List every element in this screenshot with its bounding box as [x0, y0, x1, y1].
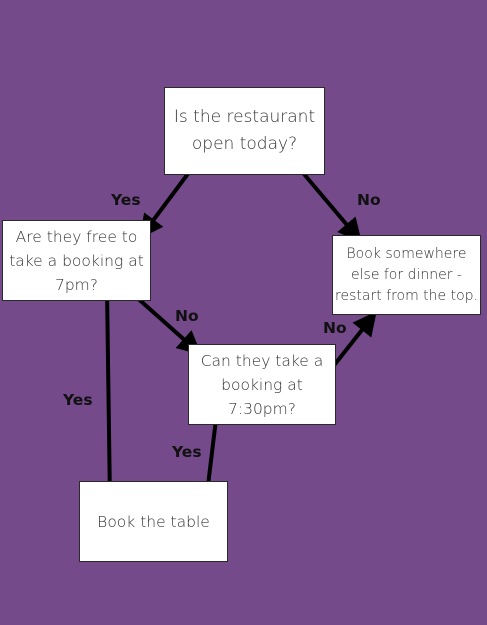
node-restaurant-open-text: Is the restaurant open today? — [173, 107, 316, 154]
arrow-open-to-free — [139, 165, 195, 239]
edge-label-free-yes: Yes — [63, 391, 93, 409]
node-free-7pm: Are they free to take a booking at 7pm? — [2, 220, 151, 301]
edge-label-730-yes: Yes — [172, 443, 202, 461]
node-book-table-text: Book the table — [97, 512, 210, 531]
node-book-elsewhere-text: Book somewhere else for dinner - restart… — [335, 245, 478, 304]
node-booking-730-text: Can they take a booking at 7:30pm? — [200, 351, 324, 418]
edge-label-open-yes: Yes — [111, 191, 141, 209]
node-book-elsewhere: Book somewhere else for dinner - restart… — [332, 235, 481, 315]
edge-label-free-no: No — [175, 307, 199, 325]
node-restaurant-open: Is the restaurant open today? — [164, 87, 325, 175]
node-booking-730: Can they take a booking at 7:30pm? — [188, 344, 336, 425]
node-book-table: Book the table — [79, 481, 228, 562]
arrow-free-to-book — [97, 288, 122, 508]
node-free-7pm-text: Are they free to take a booking at 7pm? — [9, 227, 144, 294]
edge-label-open-no: No — [357, 191, 381, 209]
arrow-open-to-else — [296, 165, 362, 243]
edge-label-730-no: No — [323, 319, 347, 337]
